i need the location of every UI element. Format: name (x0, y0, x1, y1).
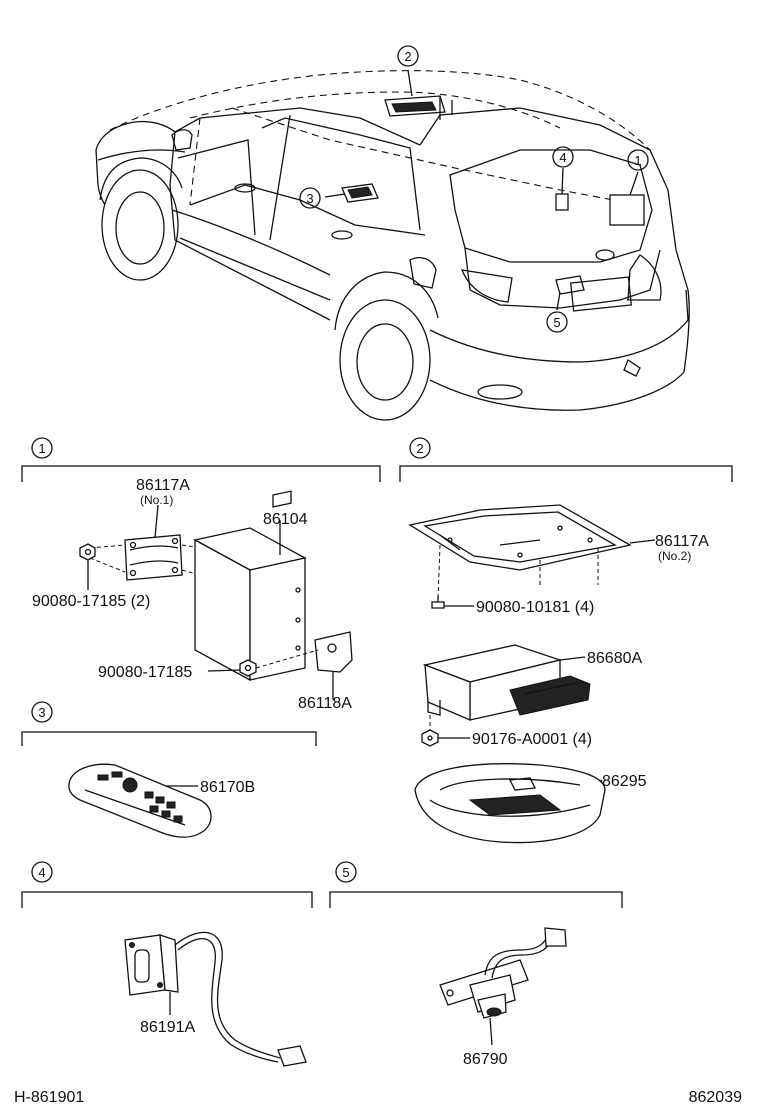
section-4-marker: 4 (38, 865, 45, 880)
section-3-parts (68, 763, 212, 838)
label-86295: 86295 (602, 773, 647, 790)
label-86117A-no1-note: (No.1) (140, 493, 173, 507)
section-5-parts (439, 927, 567, 1046)
footer-left-code: H-861901 (14, 1089, 84, 1106)
car-callout-1: 1 (634, 153, 641, 168)
label-86680A: 86680A (587, 650, 642, 667)
label-86117A-no1: 86117A (136, 477, 190, 494)
label-90080-17185-qty2: 90080-17185 (2) (32, 593, 150, 610)
label-86118A: 86118A (298, 695, 352, 712)
section-4-parts (124, 931, 307, 1067)
label-86790: 86790 (463, 1051, 508, 1068)
section-1-parts (79, 490, 353, 700)
label-86117A-no2: 86117A (655, 533, 709, 550)
car-callouts: 2 3 4 1 5 (299, 45, 649, 333)
car-callout-3: 3 (306, 191, 313, 206)
part-labels: 86117A (No.1) 86104 90080-17185 (2) 9008… (32, 477, 709, 1068)
section-3-marker: 3 (38, 705, 45, 720)
label-90176-A0001: 90176-A0001 (4) (472, 731, 592, 748)
footer: H-861901 862039 (14, 1089, 742, 1106)
label-86170B: 86170B (200, 779, 255, 796)
car-callout-5: 5 (553, 315, 560, 330)
label-86191A: 86191A (140, 1019, 195, 1036)
label-90080-17185: 90080-17185 (98, 664, 192, 681)
label-86104: 86104 (263, 511, 308, 528)
car-callout-4: 4 (559, 150, 566, 165)
car-callout-2: 2 (404, 49, 411, 64)
label-86117A-no2-note: (No.2) (658, 549, 691, 563)
label-90080-10181: 90080-10181 (4) (476, 599, 594, 616)
footer-right-code: 862039 (689, 1089, 742, 1106)
section-2-marker: 2 (416, 441, 423, 456)
section-1-marker: 1 (38, 441, 45, 456)
vehicle-illustration (95, 69, 690, 421)
section-headers: 1 2 3 4 5 (21, 437, 733, 908)
section-2-parts (408, 504, 656, 844)
section-5-marker: 5 (342, 865, 349, 880)
